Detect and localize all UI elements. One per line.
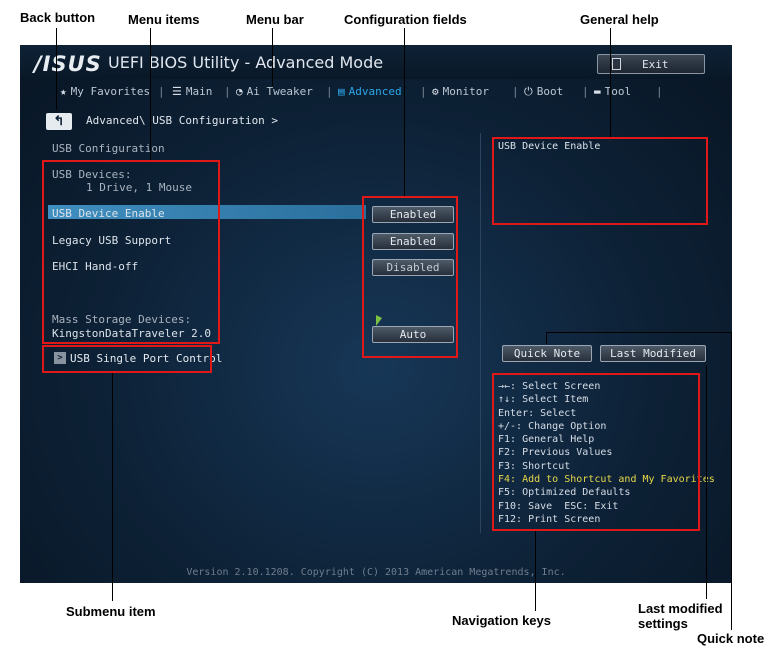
tab-label: Ai Tweaker xyxy=(246,85,313,98)
general-help-box xyxy=(492,137,708,225)
quick-note-button[interactable]: Quick Note xyxy=(502,345,592,362)
back-arrow-icon: ↰ xyxy=(53,113,65,128)
leader-quick-note-down xyxy=(546,332,547,344)
bios-screen: /ISUS UEFI BIOS Utility - Advanced Mode … xyxy=(20,45,732,583)
usb-devices-label: USB Devices: xyxy=(52,168,132,181)
monitor-icon: ⚙ xyxy=(432,85,439,98)
leader-last-modified xyxy=(706,365,707,599)
leader-general-help xyxy=(610,28,611,137)
gauge-icon: ◔ xyxy=(236,85,243,98)
power-icon: ⏻ xyxy=(524,85,533,98)
annotation-submenu-item: Submenu item xyxy=(66,604,156,619)
exit-icon xyxy=(612,58,621,70)
leader-quick-note-horizontal xyxy=(546,332,732,333)
tab-label: Monitor xyxy=(442,85,489,98)
tab-advanced[interactable]: ▤Advanced xyxy=(338,85,402,98)
nav-key-line: F5: Optimized Defaults xyxy=(498,487,631,499)
asus-logo: /ISUS xyxy=(34,52,102,76)
section-title: USB Configuration xyxy=(52,142,165,155)
annotation-general-help: General help xyxy=(580,12,659,27)
configuration-fields-box xyxy=(362,196,458,358)
nav-key-line: ↑↓: Select Item xyxy=(498,394,589,406)
tab-monitor[interactable]: ⚙Monitor xyxy=(432,85,489,98)
item-ehci-hand-off[interactable]: EHCI Hand-off xyxy=(52,260,139,273)
tab-ai-tweaker[interactable]: ◔Ai Tweaker xyxy=(236,85,313,98)
nav-key-line: F1: General Help xyxy=(498,434,595,446)
mass-storage-label: Mass Storage Devices: xyxy=(52,313,192,326)
general-help-text: USB Device Enable xyxy=(498,141,601,152)
annotation-menu-bar: Menu bar xyxy=(246,12,304,27)
leader-menu-items xyxy=(150,28,151,160)
tab-label: My Favorites xyxy=(70,85,151,98)
footer-version: Version 2.10.1208. Copyright (C) 2013 Am… xyxy=(186,567,566,578)
usb-devices-value: 1 Drive, 1 Mouse xyxy=(86,181,192,194)
item-legacy-usb-support[interactable]: Legacy USB Support xyxy=(52,234,172,247)
selected-row-highlight xyxy=(48,205,366,219)
annotation-last-modified-line2: settings xyxy=(638,616,688,631)
window-title: UEFI BIOS Utility - Advanced Mode xyxy=(108,53,384,72)
usb-device-enable-select[interactable]: Enabled xyxy=(372,206,454,223)
panel-divider xyxy=(480,133,481,533)
title-bar: /ISUS UEFI BIOS Utility - Advanced Mode … xyxy=(20,45,732,79)
submenu-label: USB Single Port Control xyxy=(70,352,223,365)
last-modified-button[interactable]: Last Modified xyxy=(600,345,706,362)
submenu-item-box xyxy=(42,345,212,373)
tab-label: Boot xyxy=(536,85,564,98)
nav-key-line: F2: Previous Values xyxy=(498,447,613,459)
annotation-configuration-fields: Configuration fields xyxy=(344,12,467,27)
tab-label: Advanced xyxy=(348,85,402,98)
nav-key-line: →←: Select Screen xyxy=(498,381,601,392)
annotation-quick-note: Quick note xyxy=(697,631,765,646)
exit-button[interactable]: Exit xyxy=(597,54,705,74)
tab-my-favorites[interactable]: ★My Favorites xyxy=(60,85,150,98)
leader-quick-note-vertical xyxy=(731,332,732,630)
annotation-back-button: Back button xyxy=(20,10,96,25)
leader-back-button xyxy=(56,28,57,110)
annotation-last-modified-line1: Last modified xyxy=(638,601,723,616)
nav-key-line: +/-: Change Option xyxy=(498,420,607,432)
leader-menu-bar xyxy=(272,28,273,86)
list-icon: ☰ xyxy=(172,85,182,98)
advanced-icon: ▤ xyxy=(338,85,345,98)
tab-tool[interactable]: ▬Tool xyxy=(594,85,631,98)
submenu-arrow-icon: > xyxy=(54,352,66,364)
annotation-menu-items: Menu items xyxy=(128,12,200,27)
nav-key-line: F10: Save ESC: Exit xyxy=(498,500,619,512)
nav-key-line: F3: Shortcut xyxy=(498,460,571,472)
back-button[interactable]: ↰ xyxy=(46,113,72,130)
tab-boot[interactable]: ⏻Boot xyxy=(524,85,563,99)
leader-submenu-item xyxy=(112,373,113,601)
mass-storage-mode-select[interactable]: Auto xyxy=(372,326,454,343)
leader-navigation-keys xyxy=(535,531,536,611)
tab-label: Tool xyxy=(604,85,632,98)
mass-storage-device[interactable]: KingstonDataTraveler 2.0 xyxy=(52,327,211,340)
mouse-cursor-icon xyxy=(376,315,382,326)
tab-label: Main xyxy=(185,85,213,98)
breadcrumb: Advanced\ USB Configuration > xyxy=(86,114,279,127)
annotation-navigation-keys: Navigation keys xyxy=(452,613,551,628)
leader-configuration-fields xyxy=(404,28,405,196)
navigation-keys-box xyxy=(492,373,700,531)
nav-key-line: F12: Print Screen xyxy=(498,513,601,525)
star-icon: ★ xyxy=(60,85,67,98)
exit-label: Exit xyxy=(642,58,669,71)
nav-key-line: Enter: Select xyxy=(498,407,577,419)
item-usb-device-enable[interactable]: USB Device Enable xyxy=(52,207,165,220)
tab-main[interactable]: ☰Main xyxy=(172,85,212,98)
legacy-usb-support-select[interactable]: Enabled xyxy=(372,233,454,250)
tool-icon: ▬ xyxy=(594,85,601,98)
ehci-hand-off-select[interactable]: Disabled xyxy=(372,259,454,276)
menu-items-box xyxy=(42,160,220,344)
nav-key-line-highlighted: F4: Add to Shortcut and My Favorites xyxy=(498,474,715,486)
